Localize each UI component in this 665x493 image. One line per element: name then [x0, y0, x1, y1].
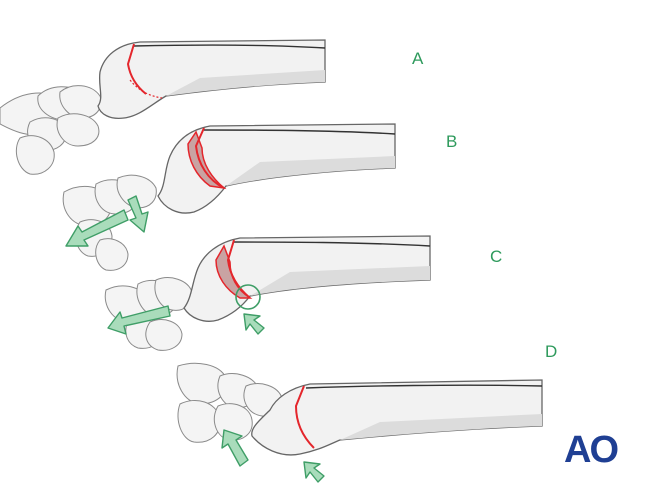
radius-bone-d	[251, 379, 543, 456]
carpal-bones-a	[0, 85, 102, 175]
fracture-line-b	[195, 127, 225, 189]
panel-b	[62, 123, 396, 271]
fracture-line-d	[295, 385, 315, 449]
ulna-shade-c	[250, 266, 430, 296]
panel-label-b: B	[446, 132, 457, 151]
carpal-bones-c	[104, 277, 193, 351]
panel-c	[104, 235, 431, 351]
cortex-line-a	[133, 44, 326, 49]
arrow-b-large	[65, 209, 129, 247]
arrow-d-right	[303, 461, 325, 483]
panel-label-c: C	[490, 247, 502, 266]
arrow-b-small	[127, 195, 149, 233]
ulna-shade-a	[166, 70, 325, 96]
cortex-line-d	[305, 384, 543, 389]
cortex-line-b	[203, 129, 396, 135]
panel-d	[176, 362, 543, 483]
ulna-shade-d	[340, 414, 542, 440]
ulna-shade-b	[226, 156, 395, 186]
panel-label-a: A	[412, 49, 424, 68]
fracture-line-c	[227, 239, 251, 299]
panel-label-d: D	[545, 342, 557, 361]
arrow-d-left	[221, 429, 249, 467]
arrow-c-small	[243, 313, 265, 335]
circle-marker-c	[235, 284, 261, 310]
arrow-c-large	[107, 305, 171, 335]
ao-logo: AO	[564, 429, 617, 471]
cortex-line-c	[233, 241, 431, 247]
panel-a	[0, 39, 326, 175]
